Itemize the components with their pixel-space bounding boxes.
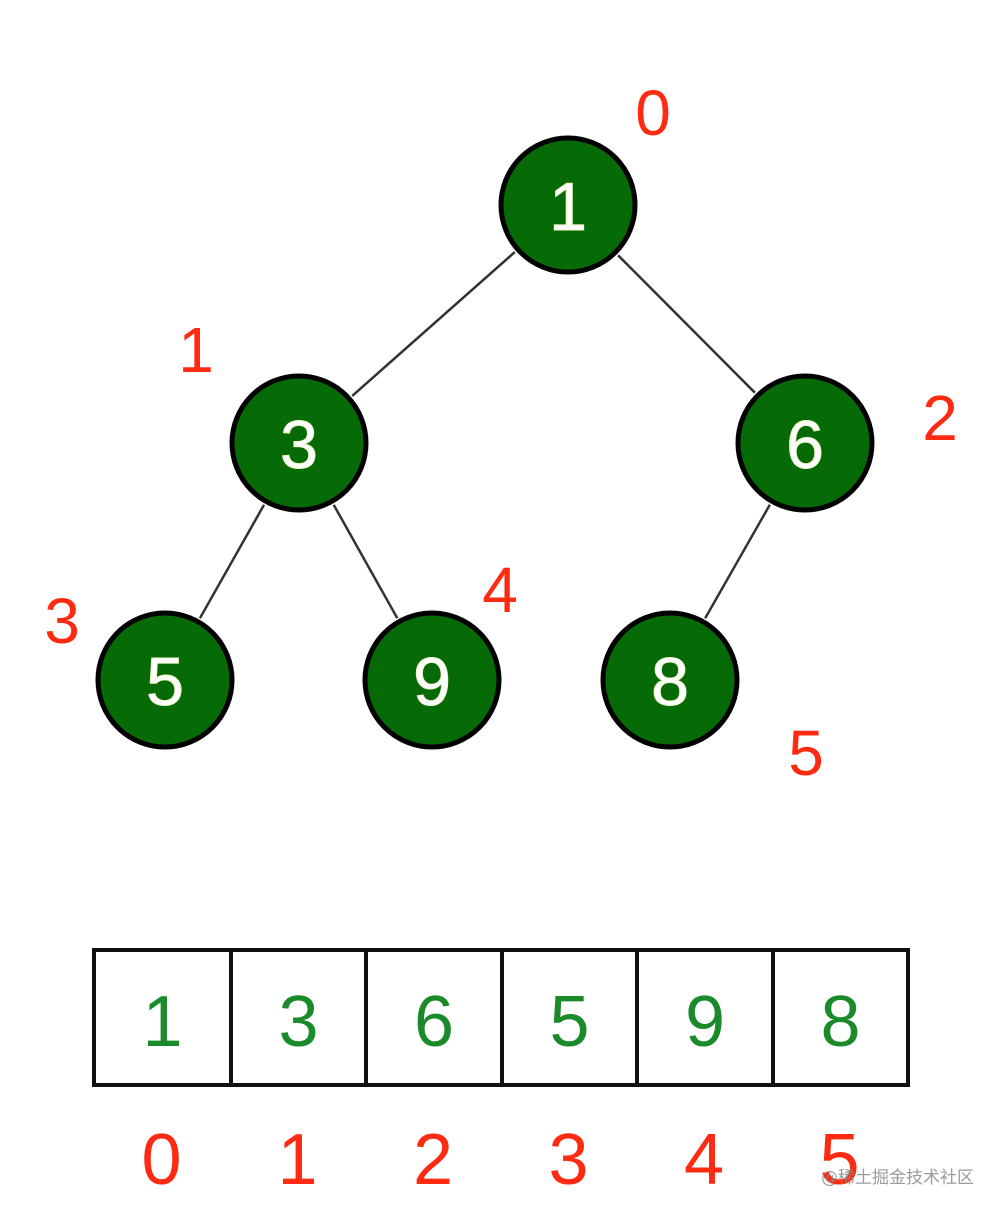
tree-node-value: 9 (413, 644, 451, 720)
tree-node-circle (229, 373, 369, 513)
array-cell: 8 (771, 948, 910, 1087)
tree-edge-1-3 (198, 504, 266, 619)
tree-node: 3 (229, 373, 369, 513)
array-cell-value: 8 (820, 982, 860, 1062)
tree-node: 9 (362, 610, 502, 750)
tree-node-circle (95, 610, 235, 750)
tree-node-index: 3 (44, 585, 80, 657)
array-cell-value: 1 (142, 982, 182, 1062)
tree-node-circle (735, 373, 875, 513)
array-cell: 6 (364, 948, 504, 1087)
watermark: @稀土掘金技术社区 (821, 1168, 974, 1188)
tree-edge-2-5 (704, 504, 771, 619)
array-index-label: 2 (413, 1120, 453, 1200)
tree-node-index: 4 (482, 554, 518, 626)
tree-node-value: 5 (146, 644, 184, 720)
tree-node: 6 (735, 373, 875, 513)
tree-node-index: 0 (635, 77, 671, 149)
array-cell-box (635, 948, 775, 1087)
tree-node: 1 (498, 135, 638, 275)
array-index-label: 3 (548, 1120, 588, 1200)
tree-node: 8 (600, 610, 740, 750)
array-cell-box (364, 948, 504, 1087)
array-cell: 3 (229, 948, 368, 1087)
tree-node-index: 2 (922, 382, 958, 454)
tree-edge-0-2 (617, 254, 756, 394)
tree-node: 5 (95, 610, 235, 750)
array-cell-value: 9 (685, 982, 725, 1062)
array-cell-box (229, 948, 368, 1087)
array-cell-box (771, 948, 910, 1087)
array-index-label: 1 (277, 1120, 317, 1200)
array-cell-value: 6 (414, 982, 454, 1062)
array-index-label: 0 (141, 1120, 181, 1200)
array-cell-value: 5 (549, 982, 589, 1062)
tree-node-index: 1 (178, 314, 214, 386)
tree-node-index: 5 (788, 717, 824, 789)
array-cell-box (92, 948, 233, 1087)
tree-node-value: 3 (280, 407, 318, 483)
tree-node-circle (498, 135, 638, 275)
tree-edge-1-4 (332, 504, 399, 619)
array-index-labels: 0 1 2 3 4 5 (141, 1120, 859, 1200)
array-index-label: 5 (819, 1120, 859, 1200)
tree-node-value: 8 (651, 644, 689, 720)
array-cell: 5 (500, 948, 639, 1087)
tree-node-circle (600, 610, 740, 750)
array-cell-value: 3 (278, 982, 318, 1062)
tree-node-circle (362, 610, 502, 750)
array-cell: 9 (635, 948, 775, 1087)
array-index-label: 4 (684, 1120, 724, 1200)
tree-node-value: 1 (549, 169, 587, 245)
array-representation: 1 3 6 5 9 8 (92, 948, 910, 1087)
tree-edge-0-1 (351, 251, 516, 397)
array-cell: 1 (92, 948, 233, 1087)
tree-node-value: 6 (786, 407, 824, 483)
tree-edges (198, 251, 771, 619)
